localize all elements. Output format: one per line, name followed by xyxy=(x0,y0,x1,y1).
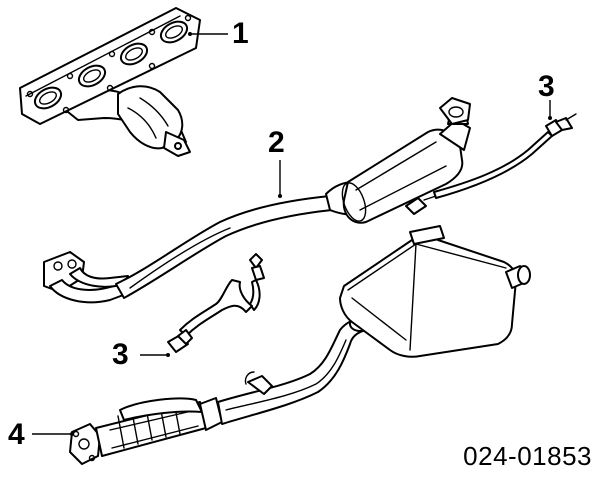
oxygen-sensor-lower-part xyxy=(167,253,265,353)
catalytic-converter-pipe-part xyxy=(43,97,471,304)
diagram-code: 024-01853 xyxy=(463,441,592,471)
callout-leaders xyxy=(32,32,552,436)
callout-4: 4 xyxy=(8,418,25,451)
callout-1: 1 xyxy=(232,17,249,50)
exhaust-manifold-part xyxy=(19,7,201,157)
callout-3-upper: 3 xyxy=(538,70,555,103)
oxygen-sensor-upper-part xyxy=(405,113,577,215)
callout-3-lower: 3 xyxy=(112,338,129,371)
rear-pipe-muffler-part xyxy=(69,225,531,465)
callout-2: 2 xyxy=(268,126,285,159)
